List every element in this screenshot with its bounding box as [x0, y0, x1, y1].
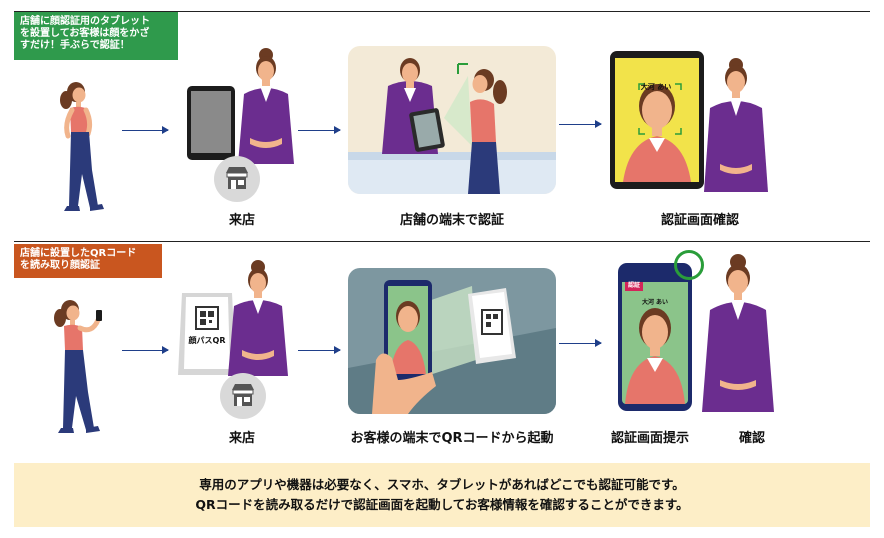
customer-with-phone-figure: [44, 296, 110, 440]
tablet-name-text: 大河 あい: [636, 82, 676, 92]
middle-divider: [14, 241, 870, 242]
step-label: お客様の端末でQRコードから起動: [336, 427, 568, 446]
customer-terminal-scene: [348, 268, 556, 414]
flow1-tag: 店舗に顔認証用のタブレット を設置してお客様は顔をかざ すだけ！手ぶらで認証！: [14, 12, 178, 60]
staff-figure: [700, 252, 776, 412]
phone-name-text: 大河 あい: [635, 297, 675, 306]
flow-arrow: [298, 350, 340, 351]
flow-arrow: [122, 130, 168, 131]
flow1-tag-line: を設置してお客様は顔をかざ: [20, 28, 172, 40]
step-label: 認証画面確認: [650, 209, 750, 228]
step-label: 店舗の端末で認証: [392, 209, 512, 228]
store-icon: [230, 382, 256, 408]
customer-figure: [50, 78, 110, 218]
step-label: 確認: [722, 427, 782, 446]
tablet-auth-screen: [609, 50, 705, 190]
tablet-device: [186, 85, 236, 161]
info-note: 専用のアプリや機器は必要なく、スマホ、タブレットがあればどこでも認証可能です。 …: [14, 463, 870, 527]
flow1-tag-line: 店舗に顔認証用のタブレット: [20, 16, 172, 28]
note-line: QRコードを読み取るだけで認証画面を起動してお客様情報を確認することができます。: [14, 495, 870, 515]
phone-badge: 認証: [625, 280, 643, 289]
flow-arrow: [298, 130, 340, 131]
flow2-tag-line: を読み取り顔認証: [20, 260, 156, 272]
flow-arrow: [559, 343, 601, 344]
staff-figure: [700, 56, 770, 192]
flow2-tag-line: 店舗に設置したQRコード: [20, 248, 156, 260]
note-line: 専用のアプリや機器は必要なく、スマホ、タブレットがあればどこでも認証可能です。: [14, 475, 870, 495]
store-terminal-scene: [348, 46, 556, 194]
staff-figure: [236, 46, 298, 164]
store-icon: [224, 165, 250, 191]
flow1-tag-line: すだけ！手ぶらで認証！: [20, 40, 172, 52]
flow-arrow: [559, 124, 601, 125]
step-label: 認証画面提示: [600, 427, 700, 446]
qr-stand-text: 顔パスQR: [184, 335, 230, 346]
flow-arrow: [122, 350, 168, 351]
staff-figure: [226, 258, 292, 376]
step-label: 来店: [222, 427, 262, 446]
step-label: 来店: [222, 209, 262, 228]
flow2-tag: 店舗に設置したQRコード を読み取り顔認証: [14, 244, 162, 278]
